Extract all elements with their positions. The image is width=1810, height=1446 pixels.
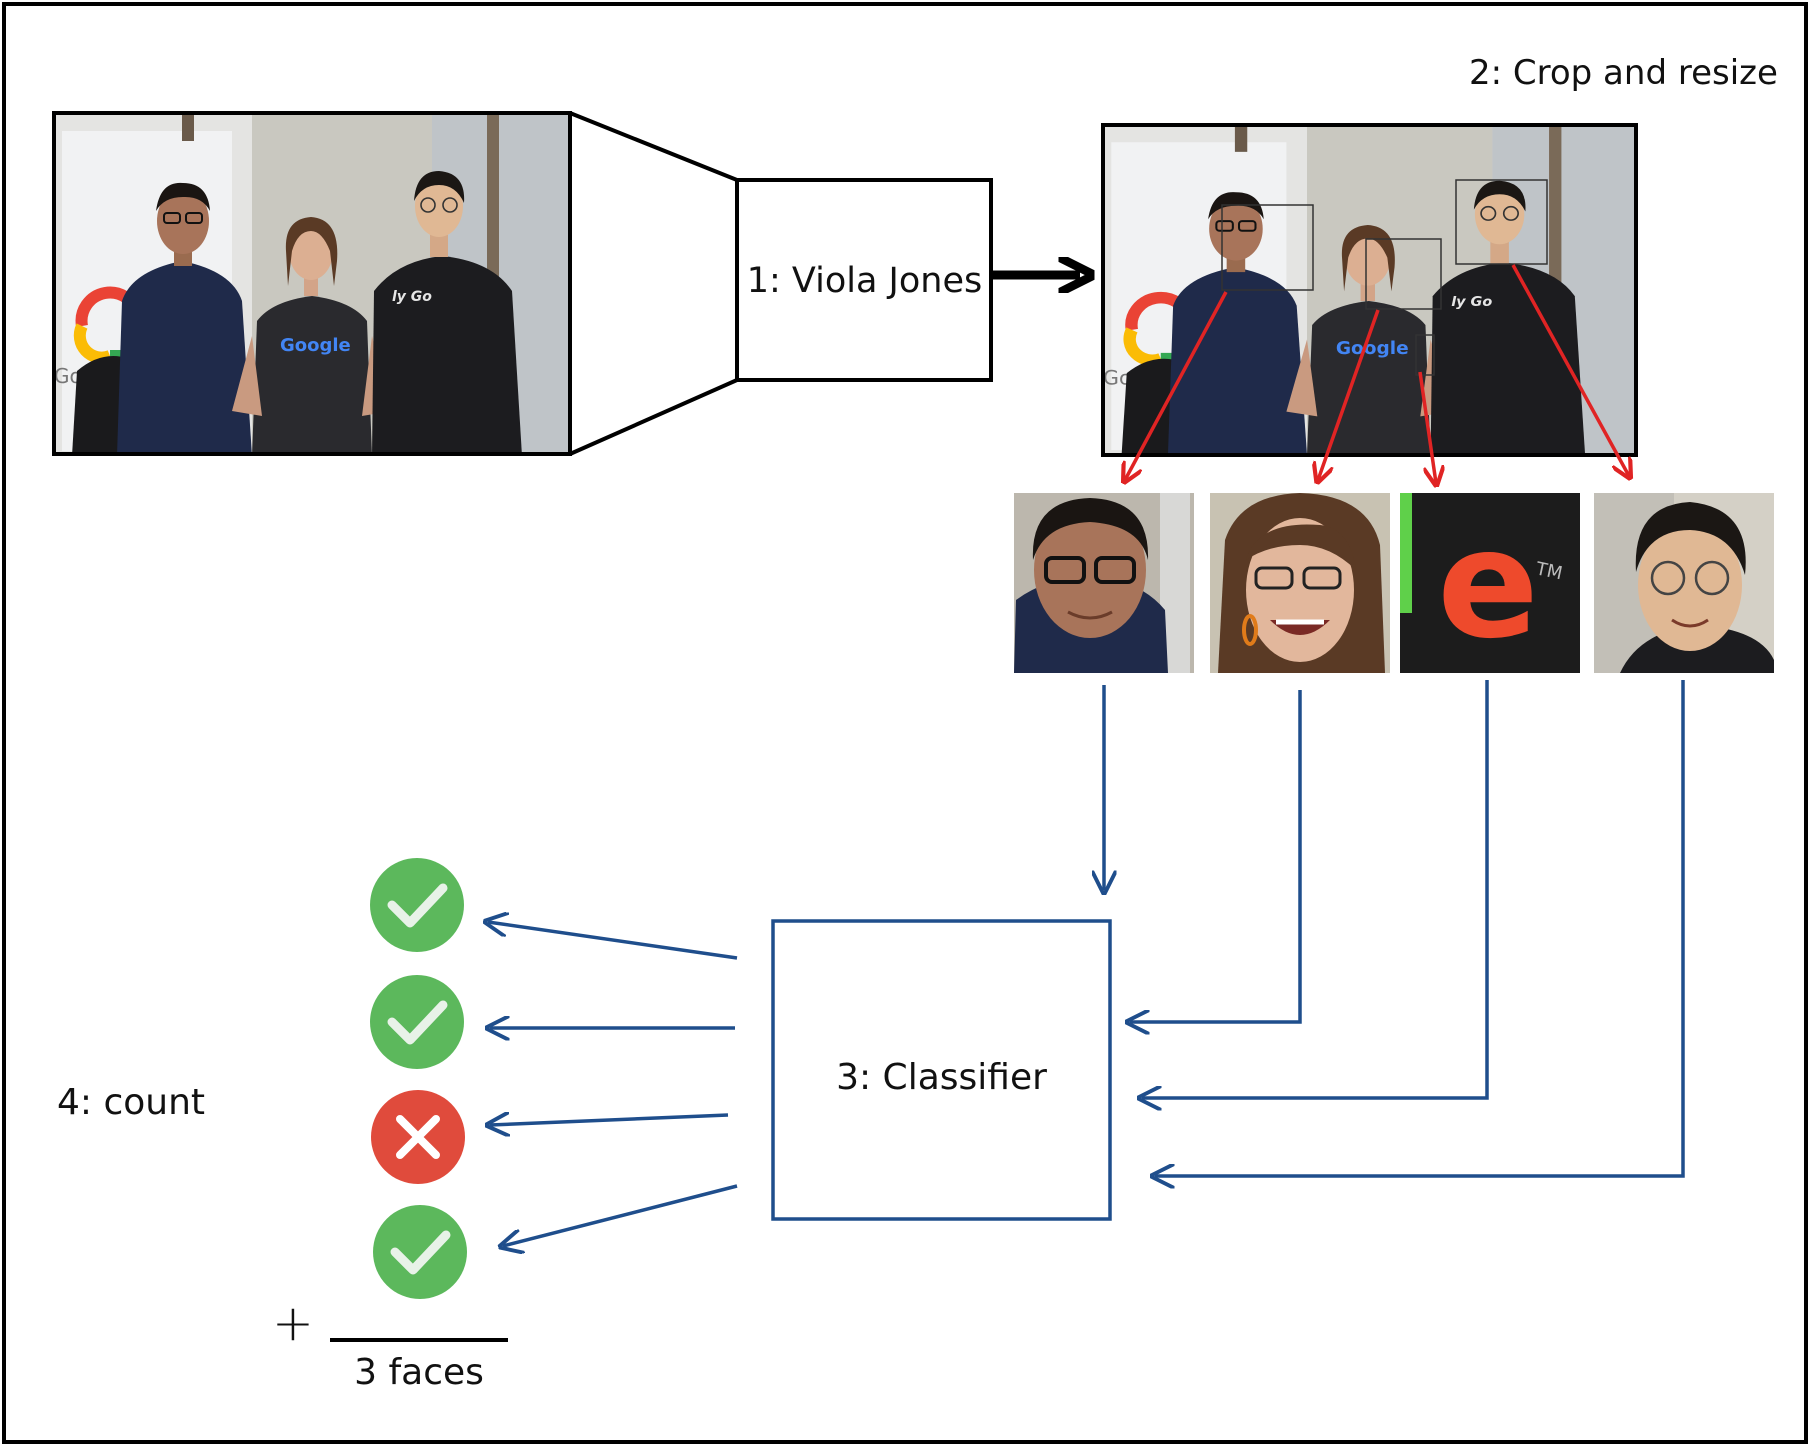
detection-box-face-2 bbox=[1365, 238, 1442, 310]
output-arrow-1 bbox=[488, 922, 738, 960]
detection-box-face-1 bbox=[1221, 204, 1314, 291]
crop-man-right bbox=[1594, 493, 1774, 673]
crop-arrow-3 bbox=[1418, 371, 1436, 483]
plus-operator: + bbox=[272, 1294, 314, 1352]
crop-woman bbox=[1210, 493, 1390, 673]
input-photo bbox=[52, 111, 572, 456]
classifier-box bbox=[771, 919, 1112, 1221]
total-faces-label: 3 faces bbox=[354, 1352, 484, 1393]
check-icon bbox=[370, 858, 464, 952]
step3-label: 3: Classifier bbox=[836, 1057, 1047, 1098]
detection-box-false-positive bbox=[1415, 334, 1435, 376]
step2-label: 2: Crop and resize bbox=[1469, 53, 1778, 93]
crop-letter-e-glyph: e bbox=[1437, 498, 1539, 672]
detection-box-face-3 bbox=[1455, 179, 1548, 265]
output-arrow-4 bbox=[503, 1184, 738, 1246]
step4-label: 4: count bbox=[57, 1082, 206, 1123]
crop-man-left bbox=[1014, 493, 1194, 673]
input-arrow-3 bbox=[1142, 680, 1489, 1098]
output-arrow-3 bbox=[490, 1115, 729, 1125]
classifier-input-arrows bbox=[1104, 680, 1685, 1176]
viola-jones-box bbox=[735, 178, 993, 382]
classifier-output-arrows bbox=[488, 922, 738, 1246]
crop-arrows bbox=[1125, 264, 1629, 483]
detection-photo bbox=[1101, 123, 1638, 457]
step1-label: 1: Viola Jones bbox=[746, 261, 983, 301]
result-check-1 bbox=[370, 858, 464, 952]
check-icon bbox=[373, 1205, 467, 1299]
result-check-2 bbox=[370, 975, 464, 1069]
crop-arrow-1 bbox=[1125, 291, 1228, 480]
input-arrow-2 bbox=[1130, 690, 1302, 1022]
result-check-3 bbox=[373, 1205, 467, 1299]
crop-letter-e: e TM bbox=[1400, 493, 1580, 673]
input-arrow-4 bbox=[1155, 680, 1685, 1176]
check-icon bbox=[370, 975, 464, 1069]
crop-arrow-4 bbox=[1511, 264, 1629, 476]
crop-arrow-2 bbox=[1318, 309, 1380, 480]
result-cross bbox=[371, 1090, 465, 1184]
zoom-projection-lines bbox=[569, 111, 738, 456]
